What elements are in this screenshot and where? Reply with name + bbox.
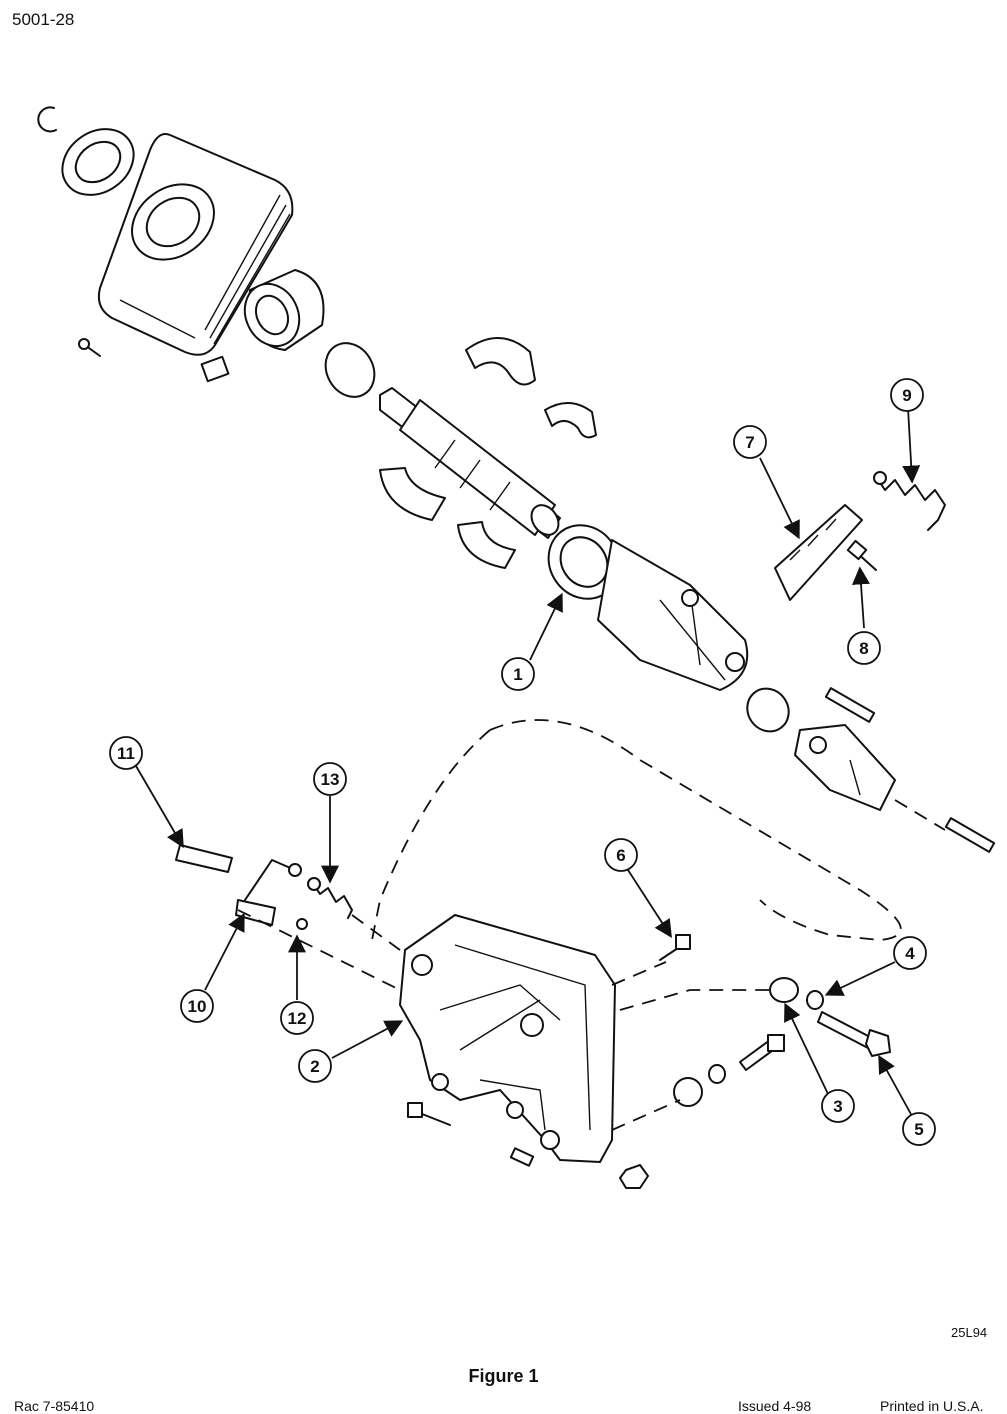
screw-12 xyxy=(296,918,308,930)
plate-bolt xyxy=(407,1102,451,1126)
callout-13: 13 xyxy=(313,762,347,796)
footer-document-number: Rac 7-85410 xyxy=(14,1398,95,1414)
callout-label: 12 xyxy=(288,1009,307,1028)
drawing-code: 25L94 xyxy=(951,1325,988,1340)
callout-1: 1 xyxy=(501,657,535,691)
callout-label: 10 xyxy=(188,997,207,1016)
screw-6 xyxy=(659,934,691,961)
callout-label: 6 xyxy=(616,846,625,865)
callout-label: 2 xyxy=(310,1057,319,1076)
callout-label: 9 xyxy=(902,386,911,405)
washer-4 xyxy=(806,990,824,1010)
figure-caption: Figure 1 xyxy=(468,1366,539,1386)
footer-printed: Printed in U.S.A. xyxy=(880,1398,984,1414)
callout-10: 10 xyxy=(180,989,214,1023)
main-body xyxy=(547,524,749,691)
callout-9: 9 xyxy=(890,378,924,412)
callout-5: 5 xyxy=(902,1112,936,1146)
screw-8 xyxy=(846,539,877,571)
spacer-3 xyxy=(769,977,799,1003)
callout-6: 6 xyxy=(604,838,638,872)
footer-issued-date: Issued 4-98 xyxy=(738,1398,812,1414)
callout-8: 8 xyxy=(847,631,881,665)
washer-lower xyxy=(708,1064,726,1084)
callout-label: 5 xyxy=(914,1120,923,1139)
callout-3: 3 xyxy=(821,1089,855,1123)
half-collar-2 xyxy=(544,402,597,439)
spring-13 xyxy=(307,877,353,919)
bolt-lower-right xyxy=(739,1034,785,1071)
callout-label: 13 xyxy=(321,770,340,789)
callout-2: 2 xyxy=(298,1049,332,1083)
seal xyxy=(61,128,135,196)
housing-screw xyxy=(78,338,101,357)
clip-11 xyxy=(175,844,233,873)
mounting-plate xyxy=(399,914,616,1163)
o-ring xyxy=(324,342,376,398)
callout-label: 8 xyxy=(859,639,868,658)
callout-label: 1 xyxy=(513,665,522,684)
callout-label: 3 xyxy=(833,1097,842,1116)
end-block xyxy=(794,724,896,811)
page-number: 5001-28 xyxy=(12,10,75,29)
nut-lower xyxy=(673,1077,703,1107)
half-collar-4 xyxy=(457,521,516,569)
callout-label: 7 xyxy=(745,433,754,452)
callout-label: 11 xyxy=(117,744,135,763)
housing-nut xyxy=(200,355,230,383)
snap-ring xyxy=(37,106,57,133)
assembly-dashed-line xyxy=(371,719,946,941)
plate-pin xyxy=(509,1147,535,1167)
plate-nut xyxy=(619,1164,649,1189)
callout-12: 12 xyxy=(280,1001,314,1035)
spring-9 xyxy=(873,471,946,531)
pin-lower xyxy=(944,817,996,853)
callout-4: 4 xyxy=(893,936,927,970)
shaft xyxy=(379,387,561,539)
bushing xyxy=(746,687,790,733)
detent-plate xyxy=(774,504,863,601)
half-collar-1 xyxy=(465,337,536,386)
callout-7: 7 xyxy=(733,425,767,459)
bolt-5 xyxy=(817,1011,891,1057)
callout-label: 4 xyxy=(905,944,915,963)
half-collar-3 xyxy=(379,467,446,521)
lever-10 xyxy=(235,859,302,926)
pin-upper xyxy=(824,687,876,723)
bearing xyxy=(243,269,325,351)
housing-cover xyxy=(97,133,294,356)
callout-11: 11 xyxy=(109,736,143,770)
